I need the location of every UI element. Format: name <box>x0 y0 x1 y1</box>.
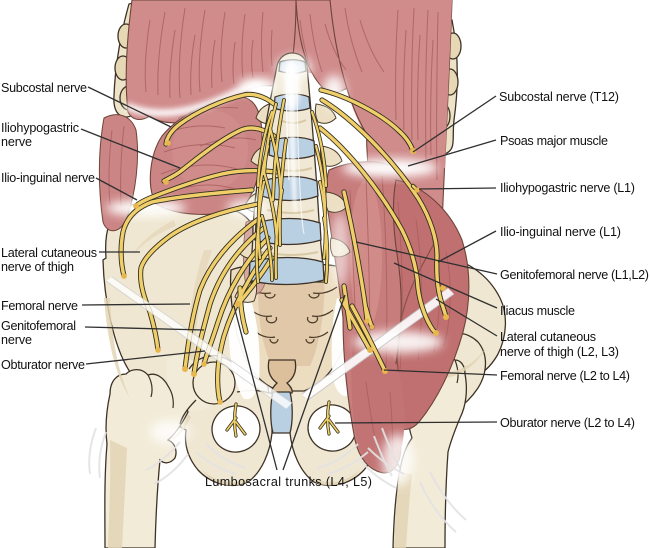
svg-text:Subcostal nerve: Subcostal nerve <box>1 81 87 95</box>
svg-text:Iliohypogastric nerve (L1): Iliohypogastric nerve (L1) <box>500 181 635 195</box>
svg-text:Iliohypogastric: Iliohypogastric <box>1 121 79 135</box>
svg-text:nerve of thigh: nerve of thigh <box>1 260 74 274</box>
svg-text:Iliacus muscle: Iliacus muscle <box>500 304 575 318</box>
svg-text:Psoas major muscle: Psoas major muscle <box>500 134 608 148</box>
svg-text:Femoral nerve: Femoral nerve <box>1 299 78 313</box>
svg-text:Lateral cutaneous: Lateral cutaneous <box>1 246 97 260</box>
svg-text:Obturator nerve: Obturator nerve <box>1 358 85 372</box>
svg-text:Subcostal nerve (T12): Subcostal nerve (T12) <box>499 90 619 104</box>
svg-text:Genitofemoral: Genitofemoral <box>1 319 76 333</box>
svg-text:nerve of thigh (L2, L3): nerve of thigh (L2, L3) <box>500 345 619 359</box>
svg-text:Lateral cutaneous: Lateral cutaneous <box>500 330 596 344</box>
svg-text:Ilio-inguinal nerve: Ilio-inguinal nerve <box>1 171 95 185</box>
svg-text:nerve: nerve <box>1 333 32 347</box>
svg-text:Ilio-inguinal nerve (L1): Ilio-inguinal nerve (L1) <box>500 225 621 239</box>
svg-text:nerve: nerve <box>1 135 32 149</box>
svg-text:Femoral nerve (L2 to L4): Femoral nerve (L2 to L4) <box>500 369 630 383</box>
svg-text:Oburator nerve (L2 to L4): Oburator nerve (L2 to L4) <box>500 416 635 430</box>
svg-text:Genitofemoral nerve (L1,L2): Genitofemoral nerve (L1,L2) <box>500 268 649 282</box>
svg-text:Lumbosacral trunks (L4, L5): Lumbosacral trunks (L4, L5) <box>205 475 372 489</box>
